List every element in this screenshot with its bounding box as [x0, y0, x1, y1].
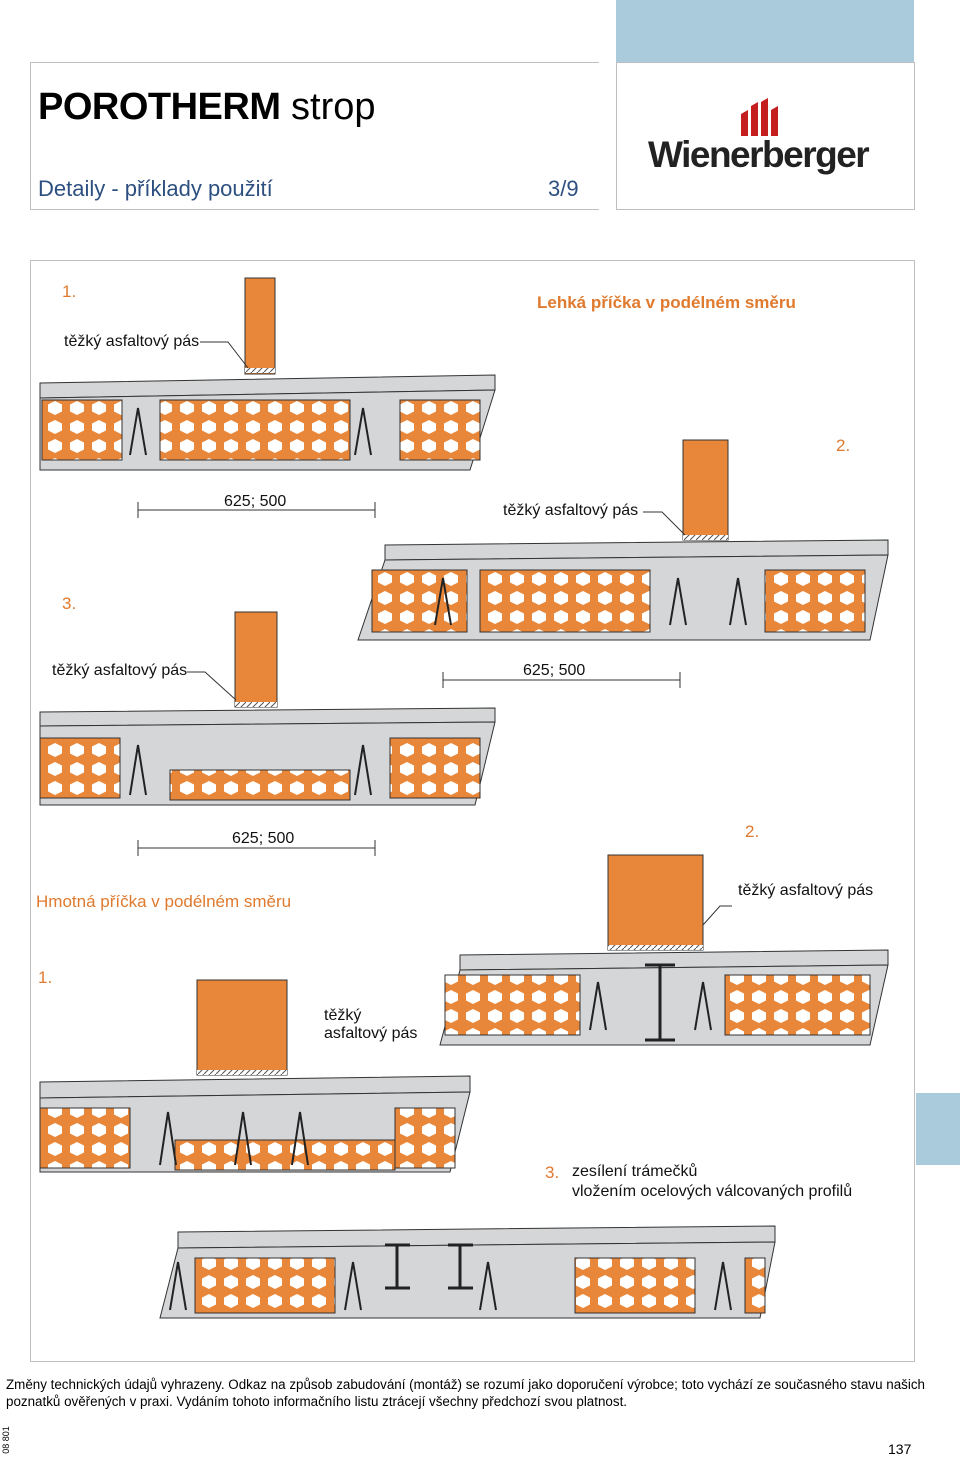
detail-number: 1. — [62, 282, 77, 301]
detail-light-3 — [39, 611, 681, 856]
membrane-label-line1: těžký — [324, 1007, 362, 1024]
logo-wordmark: Wienerberger — [648, 134, 870, 175]
page-reference: 3/9 — [548, 176, 579, 201]
side-accent-bar — [916, 1093, 960, 1165]
detail-heavy-1 — [39, 979, 471, 1173]
detail-heavy-3 — [159, 1225, 776, 1319]
detail-light-2 — [357, 439, 889, 641]
reinforcement-label-line2: vložením ocelových válcovaných profilů — [572, 1183, 853, 1200]
detail-number: 2. — [836, 436, 851, 455]
membrane-label: těžký asfaltový pás — [738, 882, 874, 899]
detail-heavy-2 — [439, 854, 889, 1046]
document-subtitle: Detaily - příklady použití — [38, 176, 273, 201]
detail-number: 3. — [545, 1163, 560, 1182]
section-heading-light: Lehká příčka v podélném směru — [537, 293, 796, 312]
section-heading-heavy: Hmotná příčka v podélném směru — [36, 892, 292, 911]
detail-light-1 — [39, 277, 496, 518]
dimension-label: 625; 500 — [224, 493, 287, 510]
membrane-label: těžký asfaltový pás — [52, 662, 188, 679]
membrane-label-line2: asfaltový pás — [324, 1025, 418, 1042]
detail-number: 2. — [745, 822, 760, 841]
footer-disclaimer: Změny technických údajů vyhrazeny. Odkaz… — [6, 1377, 925, 1409]
document-title: POROTHERM strop — [38, 86, 376, 129]
title-rest-part: strop — [280, 86, 376, 128]
dimension-label: 625; 500 — [232, 830, 295, 847]
reinforcement-label-line1: zesílení trámečků — [572, 1163, 698, 1180]
page-number: 137 — [888, 1441, 912, 1457]
content-frame — [30, 260, 915, 1362]
detail-number: 1. — [38, 968, 53, 987]
top-accent-bar — [616, 0, 914, 62]
detail-number: 3. — [62, 594, 77, 613]
membrane-label: těžký asfaltový pás — [64, 333, 200, 350]
membrane-label: těžký asfaltový pás — [503, 502, 639, 519]
wienerberger-logo-icon — [741, 98, 778, 136]
header-logo-box — [616, 62, 915, 210]
title-bold-part: POROTHERM — [38, 86, 281, 128]
header-title-box — [30, 62, 599, 210]
document-code: 08 801 — [0, 1426, 11, 1454]
dimension-label: 625; 500 — [523, 662, 586, 679]
